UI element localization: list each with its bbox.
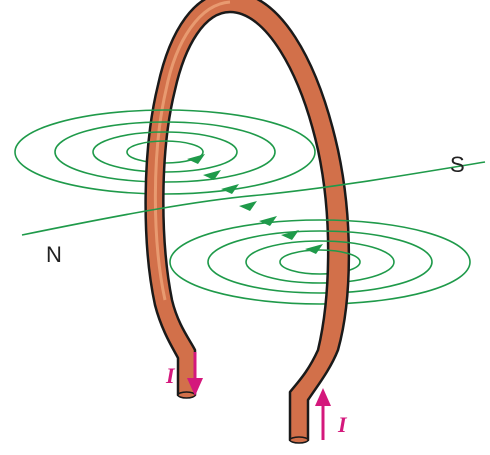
field-arrow-5-icon — [259, 216, 277, 226]
arrow-up-icon — [315, 388, 331, 440]
field-ring-lower-3-front — [246, 241, 394, 262]
south-pole-label: S — [450, 152, 465, 177]
field-arrow-1-icon — [187, 154, 205, 164]
current-marker-right: I — [315, 388, 348, 440]
current-label-right: I — [337, 412, 348, 437]
field-lines-back — [15, 152, 470, 304]
wire-end-left — [178, 392, 195, 398]
wire-end-right — [290, 437, 308, 443]
field-arrow-4-icon — [239, 201, 257, 211]
north-pole-label: N — [46, 242, 62, 267]
field-arrow-7-icon — [305, 244, 323, 254]
current-label-left: I — [165, 363, 176, 388]
wire-loop — [146, 0, 349, 443]
field-ring-lower-3-back — [246, 262, 394, 283]
field-ring-lower-2-back — [208, 262, 432, 293]
